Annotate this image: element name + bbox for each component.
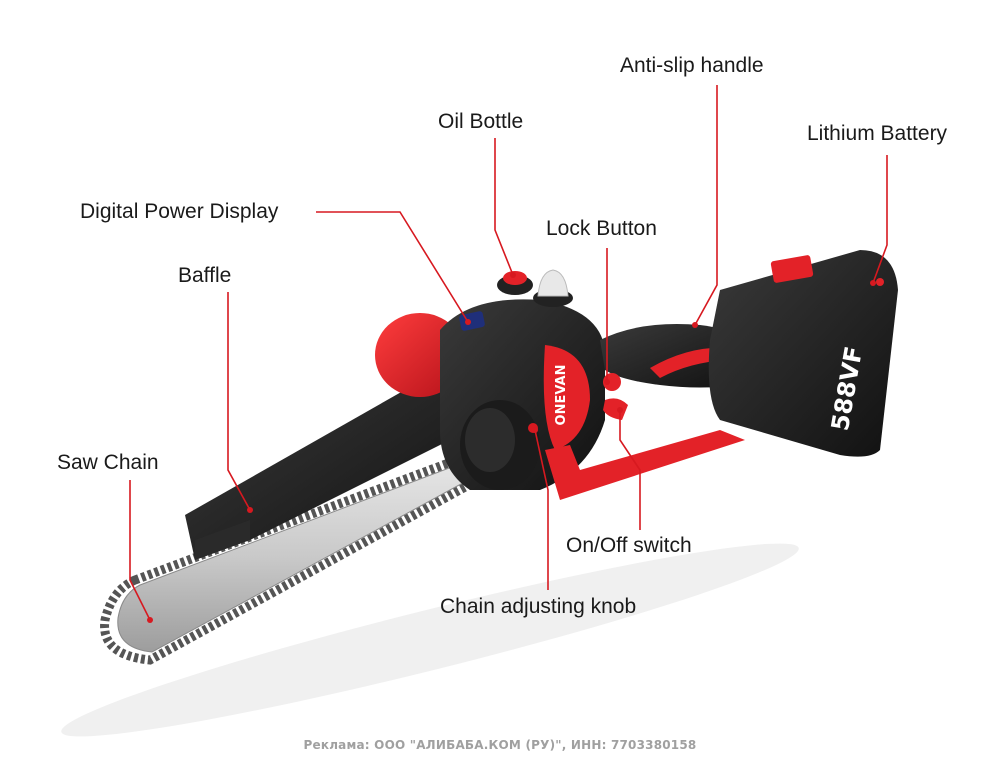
label-on-off-switch: On/Off switch [566,534,692,557]
leader-anti-slip-handle [694,85,718,326]
floor-shadow [61,543,799,737]
label-saw-chain: Saw Chain [57,451,159,474]
label-digital-power-display: Digital Power Display [80,200,279,223]
leader-endpoints [147,272,876,623]
hand-guard-frame [545,430,745,500]
label-lithium-battery: Lithium Battery [807,122,948,145]
oil-window [533,269,573,307]
label-baffle: Baffle [178,264,232,287]
on-off-switch[interactable] [603,398,628,420]
anti-slip-handle[interactable] [600,324,745,388]
leader-baffle [227,292,251,511]
brand-text: ONEVAN [554,365,569,426]
leader-oil-bottle [494,138,514,276]
label-lock-button: Lock Button [546,217,657,240]
advertising-disclaimer: Реклама: ООО "АЛИБАБА.КОМ (РУ)", ИНН: 77… [303,738,697,752]
digital-power-display [459,311,485,331]
leader-chain-adjusting-knob [534,429,549,590]
leader-saw-chain [129,480,151,621]
leader-on-off-switch [619,410,641,530]
saw-chain [100,449,484,665]
label-oil-bottle: Oil Bottle [438,110,524,133]
oil-bottle [497,271,533,295]
label-anti-slip-handle: Anti-slip handle [620,54,764,77]
leader-lithium-battery [872,155,888,284]
label-chain-adjusting-knob: Chain adjusting knob [440,595,637,618]
baffle [185,370,470,560]
leader-digital-power-display [316,211,469,323]
leader-lines [129,85,888,621]
chain-adjusting-knob[interactable] [460,400,540,490]
guide-bar [117,461,473,653]
lithium-battery: 588VF [708,250,898,457]
